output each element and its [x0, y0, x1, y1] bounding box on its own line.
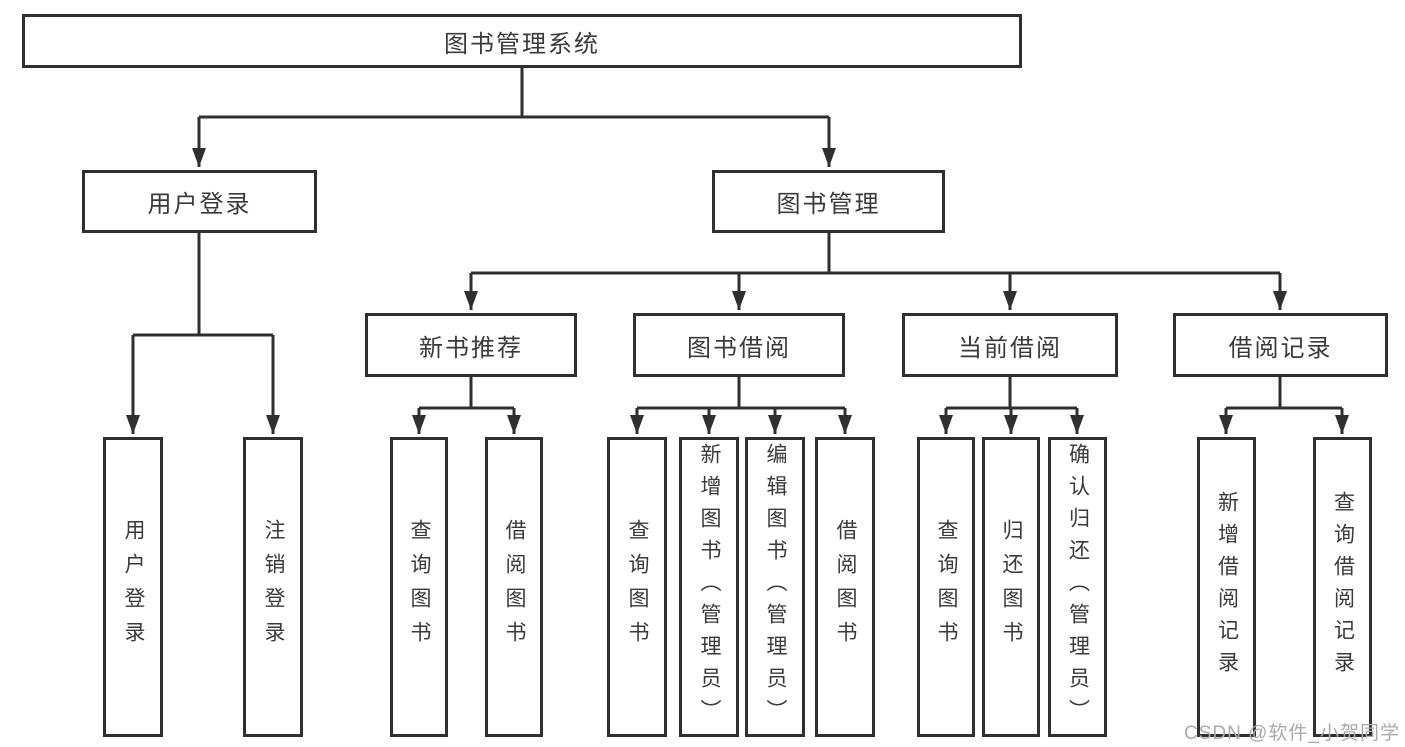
- leaf-add-borrow-record: 新增借阅记录: [1197, 437, 1256, 737]
- leaf-query-borrow-record: 查询借阅记录: [1313, 437, 1372, 737]
- leaf-newbook-query-books: 查询图书: [390, 437, 448, 737]
- leaf-edit-books-admin-label: 编辑图书（管理员）: [764, 443, 787, 731]
- leaf-borrow-books: 借阅图书: [815, 437, 875, 737]
- leaf-return-books: 归还图书: [982, 437, 1040, 737]
- node-book-management: 图书管理: [712, 170, 945, 233]
- leaf-current-query-books-label: 查询图书: [935, 519, 958, 655]
- csdn-watermark: CSDN @软件_小贺同学: [1184, 723, 1400, 744]
- leaf-add-books-admin: 新增图书（管理员）: [679, 437, 739, 737]
- leaf-logout: 注销登录: [243, 437, 303, 737]
- leaf-newbook-query-books-label: 查询图书: [408, 519, 431, 655]
- leaf-newbook-borrow-books: 借阅图书: [485, 437, 543, 737]
- node-root: 图书管理系统: [22, 14, 1022, 68]
- node-new-book-recommend-label: 新书推荐: [419, 334, 523, 362]
- node-book-borrowing: 图书借阅: [633, 313, 845, 377]
- node-user-login: 用户登录: [82, 170, 317, 233]
- node-book-borrowing-label: 图书借阅: [687, 334, 791, 362]
- leaf-borrowing-query-books: 查询图书: [607, 437, 667, 737]
- leaf-newbook-borrow-books-label: 借阅图书: [503, 519, 526, 655]
- leaf-logout-label: 注销登录: [262, 519, 285, 655]
- leaf-edit-books-admin: 编辑图书（管理员）: [745, 437, 805, 737]
- node-root-label: 图书管理系统: [444, 30, 600, 58]
- leaf-add-borrow-record-label: 新增借阅记录: [1215, 491, 1239, 683]
- leaf-borrowing-query-books-label: 查询图书: [626, 519, 649, 655]
- node-borrowing-records-label: 借阅记录: [1228, 334, 1333, 362]
- node-user-login-label: 用户登录: [147, 191, 252, 218]
- leaf-return-books-label: 归还图书: [1000, 519, 1023, 655]
- node-book-management-label: 图书管理: [776, 191, 881, 218]
- leaf-confirm-return-admin: 确认归还（管理员）: [1048, 437, 1107, 737]
- node-borrowing-records: 借阅记录: [1173, 313, 1388, 377]
- leaf-borrow-books-label: 借阅图书: [834, 519, 857, 655]
- leaf-add-books-admin-label: 新增图书（管理员）: [698, 443, 721, 731]
- node-current-borrowing-label: 当前借阅: [958, 334, 1062, 362]
- node-current-borrowing: 当前借阅: [902, 313, 1118, 377]
- leaf-confirm-return-admin-label: 确认归还（管理员）: [1066, 443, 1090, 731]
- leaf-current-query-books: 查询图书: [917, 437, 975, 737]
- node-new-book-recommend: 新书推荐: [365, 313, 577, 377]
- leaf-query-borrow-record-label: 查询借阅记录: [1331, 491, 1355, 683]
- leaf-user-login-label: 用户登录: [122, 519, 145, 655]
- leaf-user-login: 用户登录: [103, 437, 163, 737]
